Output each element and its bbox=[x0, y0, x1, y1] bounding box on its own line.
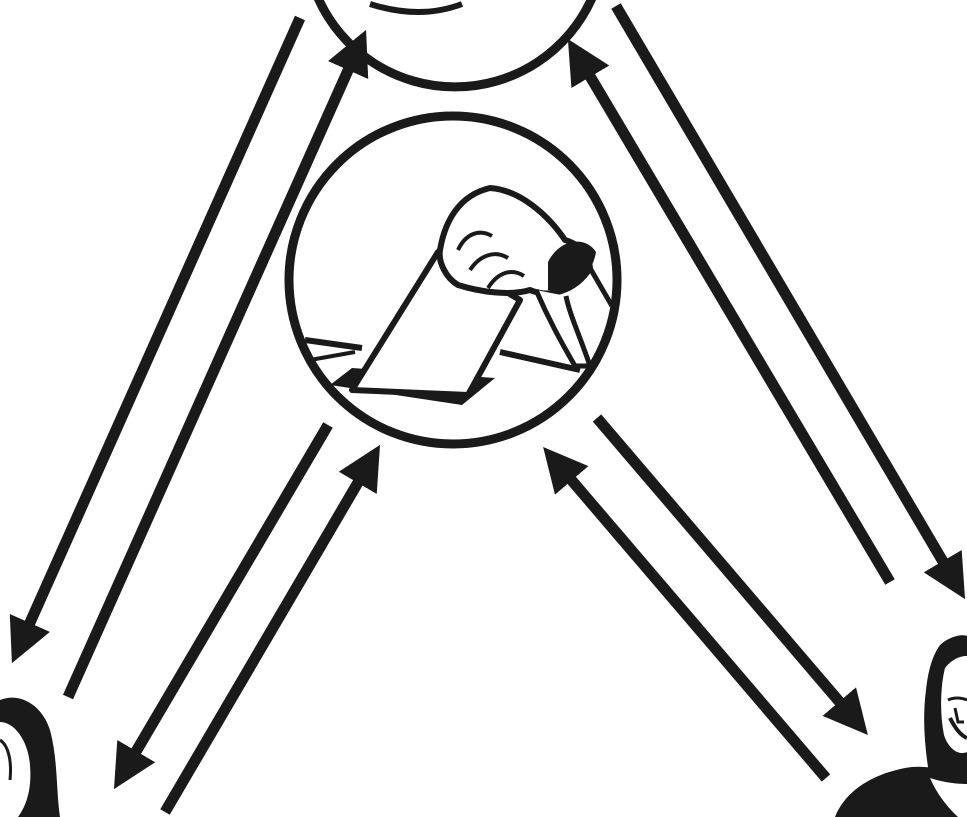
top-node bbox=[313, 0, 597, 92]
arrow-right-to-ballot bbox=[543, 446, 831, 782]
person-silhouette-icon bbox=[0, 697, 60, 817]
arrow-top-to-right bbox=[611, 3, 966, 600]
top-inner-stroke-icon bbox=[369, 1, 464, 15]
ballot-box-icon bbox=[304, 185, 615, 405]
arrow-ballot-to-right bbox=[592, 414, 868, 736]
arrow-top-to-left bbox=[9, 15, 306, 664]
bearded-person-silhouette-icon bbox=[835, 635, 967, 817]
partial-circle-icon bbox=[313, 0, 597, 92]
arrow-left-to-ballot bbox=[160, 444, 381, 815]
ballot-box-node bbox=[284, 111, 622, 449]
arrow-ballot-to-left bbox=[113, 422, 333, 790]
arrow-right-to-top bbox=[567, 38, 895, 585]
arrow-left-to-top bbox=[62, 29, 369, 700]
